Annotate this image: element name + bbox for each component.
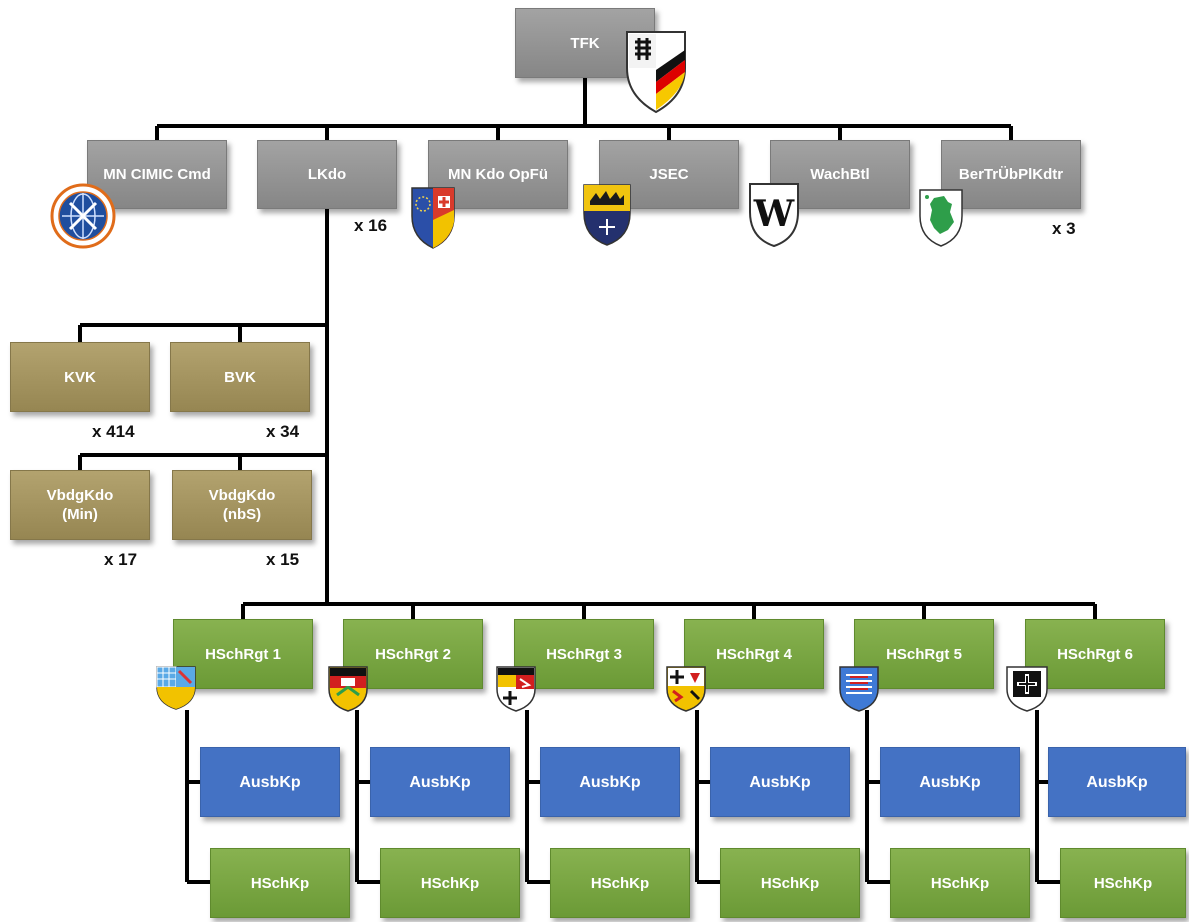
hschkp-3-box: HSchKp (550, 848, 690, 918)
iron-cross-shield-icon (1006, 666, 1048, 712)
bvk-label: BVK (224, 368, 256, 386)
hschkp-6-box: HSchKp (1060, 848, 1186, 918)
ausbkp-3-box: AusbKp (540, 747, 680, 817)
mn-kdo-opfue-label: MN Kdo OpFü (448, 166, 548, 183)
vbdgkdo-nbs-box: VbdgKdo (nbS) (172, 470, 312, 540)
ausbkp-4-box: AusbKp (710, 747, 850, 817)
svg-text:W: W (753, 193, 795, 235)
ausbkp-2-box: AusbKp (370, 747, 510, 817)
hesse-lion-shield-icon (839, 666, 879, 712)
cimic-globe-emblem-icon (50, 183, 116, 249)
ausbkp-3-label: AusbKp (579, 773, 641, 791)
hschrgt-3-box: HSchRgt 3 (514, 619, 654, 689)
jsec-label: JSEC (649, 166, 689, 183)
lkdo-count: x 16 (354, 216, 388, 235)
vbdgkdo-min-count: x 17 (104, 550, 138, 569)
kvk-box: KVK (10, 342, 150, 412)
ausbkp-5-label: AusbKp (919, 773, 981, 791)
mn-cimic-cmd-box: MN CIMIC Cmd (87, 140, 227, 209)
wachbtl-box: WachBtl (770, 140, 910, 209)
hschkp-1-label: HSchKp (250, 874, 310, 892)
bvk-box: BVK (170, 342, 310, 412)
bertruebplkdtr-box: BerTrÜbPlKdtr (941, 140, 1081, 209)
hschrgt-5-label: HSchRgt 5 (886, 645, 962, 663)
hschrgt-4-box: HSchRgt 4 (684, 619, 824, 689)
hschrgt-3-label: HSchRgt 3 (546, 645, 622, 663)
lower-saxony-shield-icon (496, 666, 536, 712)
hschrgt-1-box: HSchRgt 1 (173, 619, 313, 689)
hschkp-5-label: HSchKp (930, 874, 990, 892)
hschrgt-6-label: HSchRgt 6 (1057, 645, 1133, 663)
hschkp-1-box: HSchKp (210, 848, 350, 918)
vbdgkdo-min-label: VbdgKdo (Min) (46, 487, 114, 523)
ausbkp-1-label: AusbKp (239, 773, 301, 791)
bertruebplkdtr-count: x 3 (1052, 219, 1076, 238)
tfk-label: TFK (570, 34, 600, 52)
bertruebplkdtr-label: BerTrÜbPlKdtr (958, 166, 1064, 183)
hschkp-4-box: HSchKp (720, 848, 860, 918)
ausbkp-6-box: AusbKp (1048, 747, 1186, 817)
hschkp-2-box: HSchKp (380, 848, 520, 918)
hschkp-2-label: HSchKp (420, 874, 480, 892)
hschrgt-1-label: HSchRgt 1 (205, 645, 281, 663)
ausbkp-1-box: AusbKp (200, 747, 340, 817)
ausbkp-6-label: AusbKp (1086, 773, 1148, 791)
bvk-count: x 34 (266, 422, 300, 441)
bundeswehr-coat-of-arms-icon (626, 31, 686, 114)
wachbtl-w-shield-icon: W (749, 183, 799, 248)
hschrgt-6-box: HSchRgt 6 (1025, 619, 1165, 689)
hschkp-3-label: HSchKp (590, 874, 650, 892)
lkdo-box: LKdo (257, 140, 397, 209)
lkdo-label: LKdo (307, 166, 347, 183)
hschrgt-2-label: HSchRgt 2 (375, 645, 451, 663)
nrw-shield-icon (328, 666, 368, 712)
kvk-count: x 414 (92, 422, 135, 441)
jsec-lion-shield-icon (583, 184, 631, 246)
jsec-box: JSEC (599, 140, 739, 209)
ausbkp-4-label: AusbKp (749, 773, 811, 791)
kvk-label: KVK (64, 368, 96, 386)
opfue-shield-icon (411, 187, 455, 249)
hschkp-4-label: HSchKp (760, 874, 820, 892)
ausbkp-2-label: AusbKp (409, 773, 471, 791)
vbdgkdo-nbs-count: x 15 (266, 550, 300, 569)
vbdgkdo-min-box: VbdgKdo (Min) (10, 470, 150, 540)
hschkp-6-label: HSchKp (1093, 874, 1153, 892)
mn-cimic-cmd-label: MN CIMIC Cmd (103, 166, 211, 183)
vbdgkdo-nbs-label: VbdgKdo (nbS) (208, 487, 276, 523)
bavaria-shield-icon (156, 666, 196, 710)
ausbkp-5-box: AusbKp (880, 747, 1020, 817)
hschrgt-4-label: HSchRgt 4 (716, 645, 792, 663)
regiment-4-shield-icon (666, 666, 706, 712)
hschkp-5-box: HSchKp (890, 848, 1030, 918)
germany-map-shield-icon (919, 189, 963, 247)
wachbtl-label: WachBtl (810, 166, 870, 183)
